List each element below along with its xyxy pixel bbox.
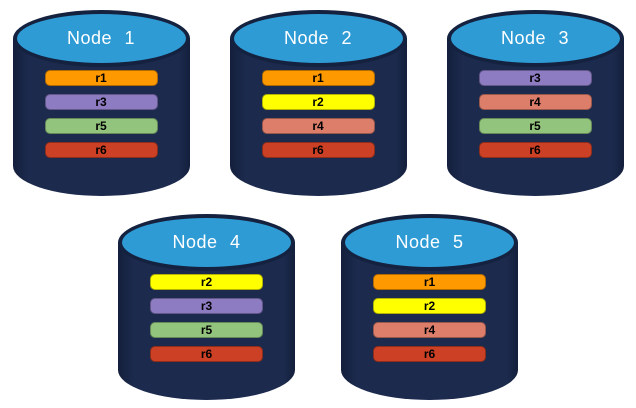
replica-bar-r6: r6 [150, 346, 263, 362]
replica-list: r1 r2 r4 r6 [341, 274, 518, 362]
cylinder-top-icon [118, 214, 295, 271]
replica-list: r2 r3 r5 r6 [118, 274, 295, 362]
db-node-4: Node 4 r2 r3 r5 r6 [118, 214, 295, 400]
cylinder-top-icon [446, 10, 624, 67]
replica-bar-r3: r3 [478, 70, 592, 86]
replica-bar-r1: r1 [373, 274, 486, 290]
replica-bar-r2: r2 [261, 94, 375, 110]
replica-bar-r5: r5 [150, 322, 263, 338]
node-title: Node 4 [172, 232, 241, 252]
cylinder-top-icon [12, 10, 190, 67]
db-node-1: Node 1 r1 r3 r5 r6 [12, 10, 190, 196]
replica-bar-r5: r5 [478, 118, 592, 134]
replica-bar-r6: r6 [261, 142, 375, 158]
replica-bar-r6: r6 [373, 346, 486, 362]
replica-bar-r1: r1 [44, 70, 158, 86]
node-title: Node 1 [66, 28, 136, 48]
replica-bar-r4: r4 [478, 94, 592, 110]
cylinder-top-icon [341, 214, 518, 271]
db-node-2: Node 2 r1 r2 r4 r6 [229, 10, 407, 196]
db-node-3: Node 3 r3 r4 r5 r6 [446, 10, 624, 196]
node-row-top: Node 1 r1 r3 r5 r6 Node 2 r1 r2 r4 r6 Node 3 r… [0, 10, 636, 196]
replica-bar-r5: r5 [44, 118, 158, 134]
db-node-5: Node 5 r1 r2 r4 r6 [341, 214, 518, 400]
replica-list: r1 r2 r4 r6 [230, 70, 407, 158]
replica-bar-r2: r2 [373, 298, 486, 314]
replica-list: r3 r4 r5 r6 [447, 70, 624, 158]
replica-bar-r6: r6 [478, 142, 592, 158]
replica-bar-r1: r1 [261, 70, 375, 86]
node-title: Node 2 [283, 28, 353, 48]
node-title: Node 5 [395, 232, 464, 252]
node-title: Node 3 [500, 28, 570, 48]
node-row-bottom: Node 4 r2 r3 r5 r6 Node 5 r1 r2 r4 r6 [0, 214, 636, 400]
cylinder-top-icon [229, 10, 407, 67]
replica-bar-r4: r4 [373, 322, 486, 338]
replica-bar-r3: r3 [44, 94, 158, 110]
replica-bar-r4: r4 [261, 118, 375, 134]
replica-bar-r3: r3 [150, 298, 263, 314]
replica-bar-r2: r2 [150, 274, 263, 290]
replica-bar-r6: r6 [44, 142, 158, 158]
replica-list: r1 r3 r5 r6 [13, 70, 190, 158]
